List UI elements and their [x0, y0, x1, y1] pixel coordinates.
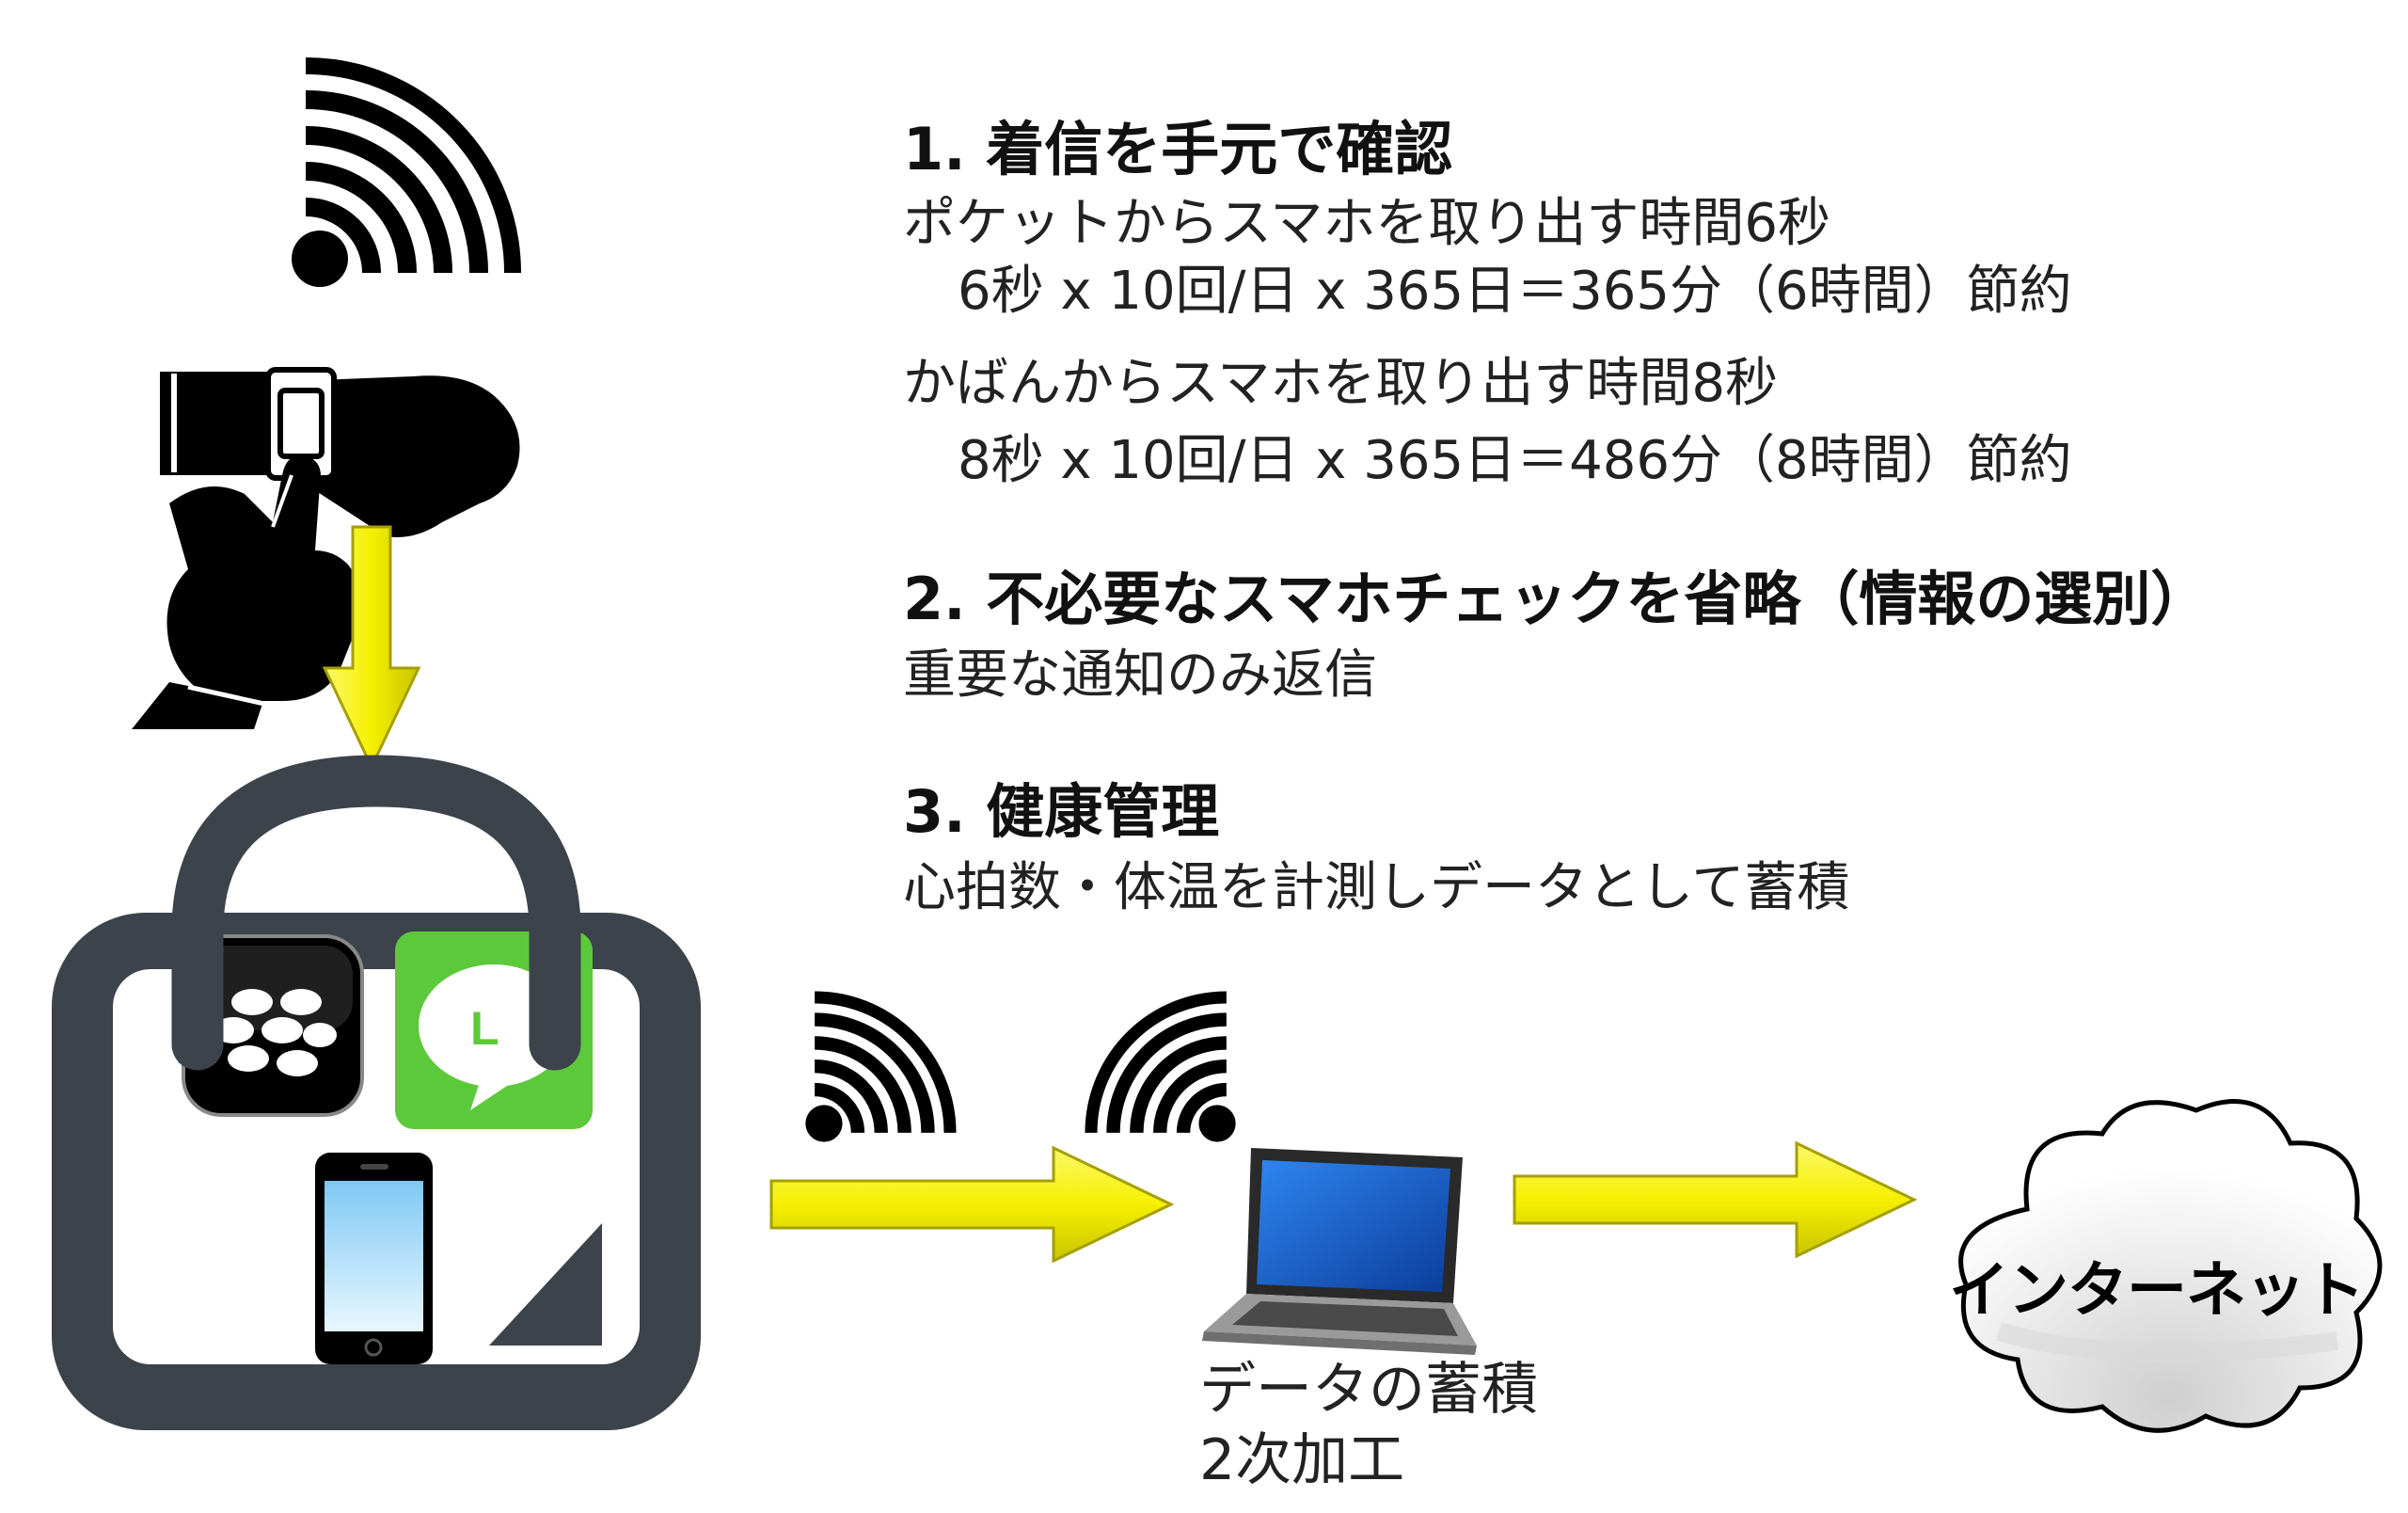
laptop-caption-line: 2次加工 — [1199, 1427, 1405, 1493]
point-1-heading: 1. 着信を手元で確認 — [903, 115, 1453, 183]
point-3-heading: 3. 健康管理 — [903, 777, 1220, 846]
arrow-to-laptop — [769, 1145, 1175, 1264]
point-3-line: 心拍数・体温を計測しデータとして蓄積 — [903, 857, 1850, 918]
arrow-to-internet — [1513, 1140, 1918, 1259]
wifi-icon — [1085, 991, 1236, 1142]
laptop-caption-line: データの蓄積 — [1199, 1357, 1538, 1423]
cloud-label: インターネット — [1949, 1256, 2365, 1326]
point-1-line: 8秒 x 10回/日 x 365日＝486分（8時間）節約 — [958, 430, 2072, 491]
cloud-icon — [1958, 1099, 2383, 1433]
point-2-line: 重要な通知のみ返信 — [903, 645, 1377, 706]
bag-handle — [171, 755, 581, 1071]
arrow-down — [322, 525, 421, 771]
blackberry-app-icon — [182, 934, 364, 1117]
smartphone-icon — [315, 1153, 433, 1364]
point-1-line: ポケットからスマホを取り出す時間6秒 — [903, 193, 1830, 254]
laptop-caption: データの蓄積 2次加工 — [1199, 1355, 1538, 1496]
point-1-line: かばんからスマホを取り出す時間8秒 — [903, 353, 1778, 414]
smartwatch-hand-icon — [132, 367, 520, 729]
point-1-line: 6秒 x 10回/日 x 365日＝365分（6時間）節約 — [958, 261, 2072, 322]
point-2-heading: 2. 不必要なスマホチェックを省略（情報の選別） — [903, 565, 2210, 633]
wifi-icon — [805, 991, 957, 1142]
laptop-icon — [1202, 1148, 1477, 1355]
wifi-icon — [292, 57, 521, 287]
svg-text:L: L — [470, 1002, 499, 1055]
